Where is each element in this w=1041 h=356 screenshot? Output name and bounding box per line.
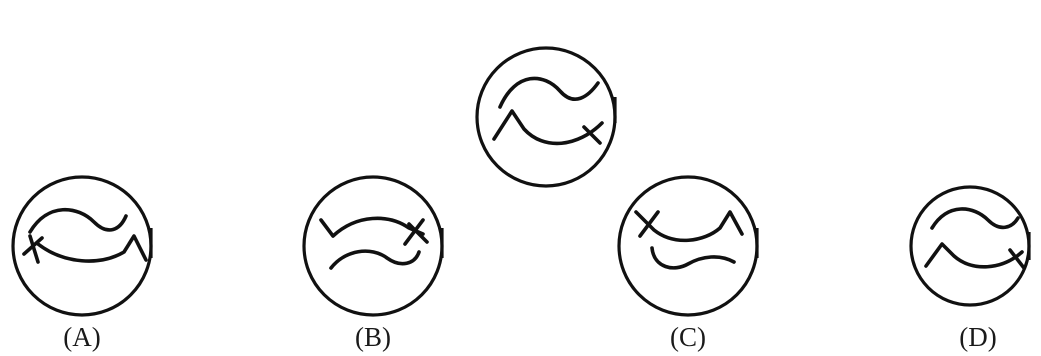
cross-mark-2 <box>407 222 429 244</box>
figure-circle <box>617 175 759 317</box>
option-a-graphic <box>11 175 153 317</box>
option-d-figure[interactable]: (D) <box>906 172 1041 352</box>
cross-mark <box>582 125 602 145</box>
option-a-figure[interactable]: (A) <box>8 172 156 352</box>
cross-mark <box>638 210 660 238</box>
lower-curve <box>924 242 1024 269</box>
lower-wave <box>650 246 736 270</box>
figure-circle <box>302 175 444 317</box>
option-d-label: (D) <box>959 322 997 352</box>
lower-curve <box>36 234 148 263</box>
cross-mark <box>403 218 425 246</box>
cross-mark-2 <box>28 234 40 264</box>
question-figure-graphic <box>475 46 617 188</box>
upper-curve <box>319 216 425 238</box>
option-d-graphic <box>909 185 1031 307</box>
option-b-figure[interactable]: (B) <box>299 172 447 352</box>
option-c-figure[interactable]: (C) <box>614 172 762 352</box>
option-b-graphic <box>302 175 444 317</box>
option-c-graphic <box>617 175 759 317</box>
upper-wave <box>498 76 600 109</box>
figure-circle <box>475 46 617 188</box>
lower-wave <box>329 249 421 270</box>
lower-curve <box>492 109 604 146</box>
figure-circle <box>909 185 1031 307</box>
cross-mark <box>1008 248 1026 270</box>
option-b-label: (B) <box>355 322 391 352</box>
question-figure <box>472 43 620 191</box>
upper-wave <box>28 207 128 234</box>
upper-curve <box>634 210 744 243</box>
option-a-label: (A) <box>63 322 101 352</box>
upper-wave <box>930 207 1020 230</box>
option-c-label: (C) <box>670 322 706 352</box>
